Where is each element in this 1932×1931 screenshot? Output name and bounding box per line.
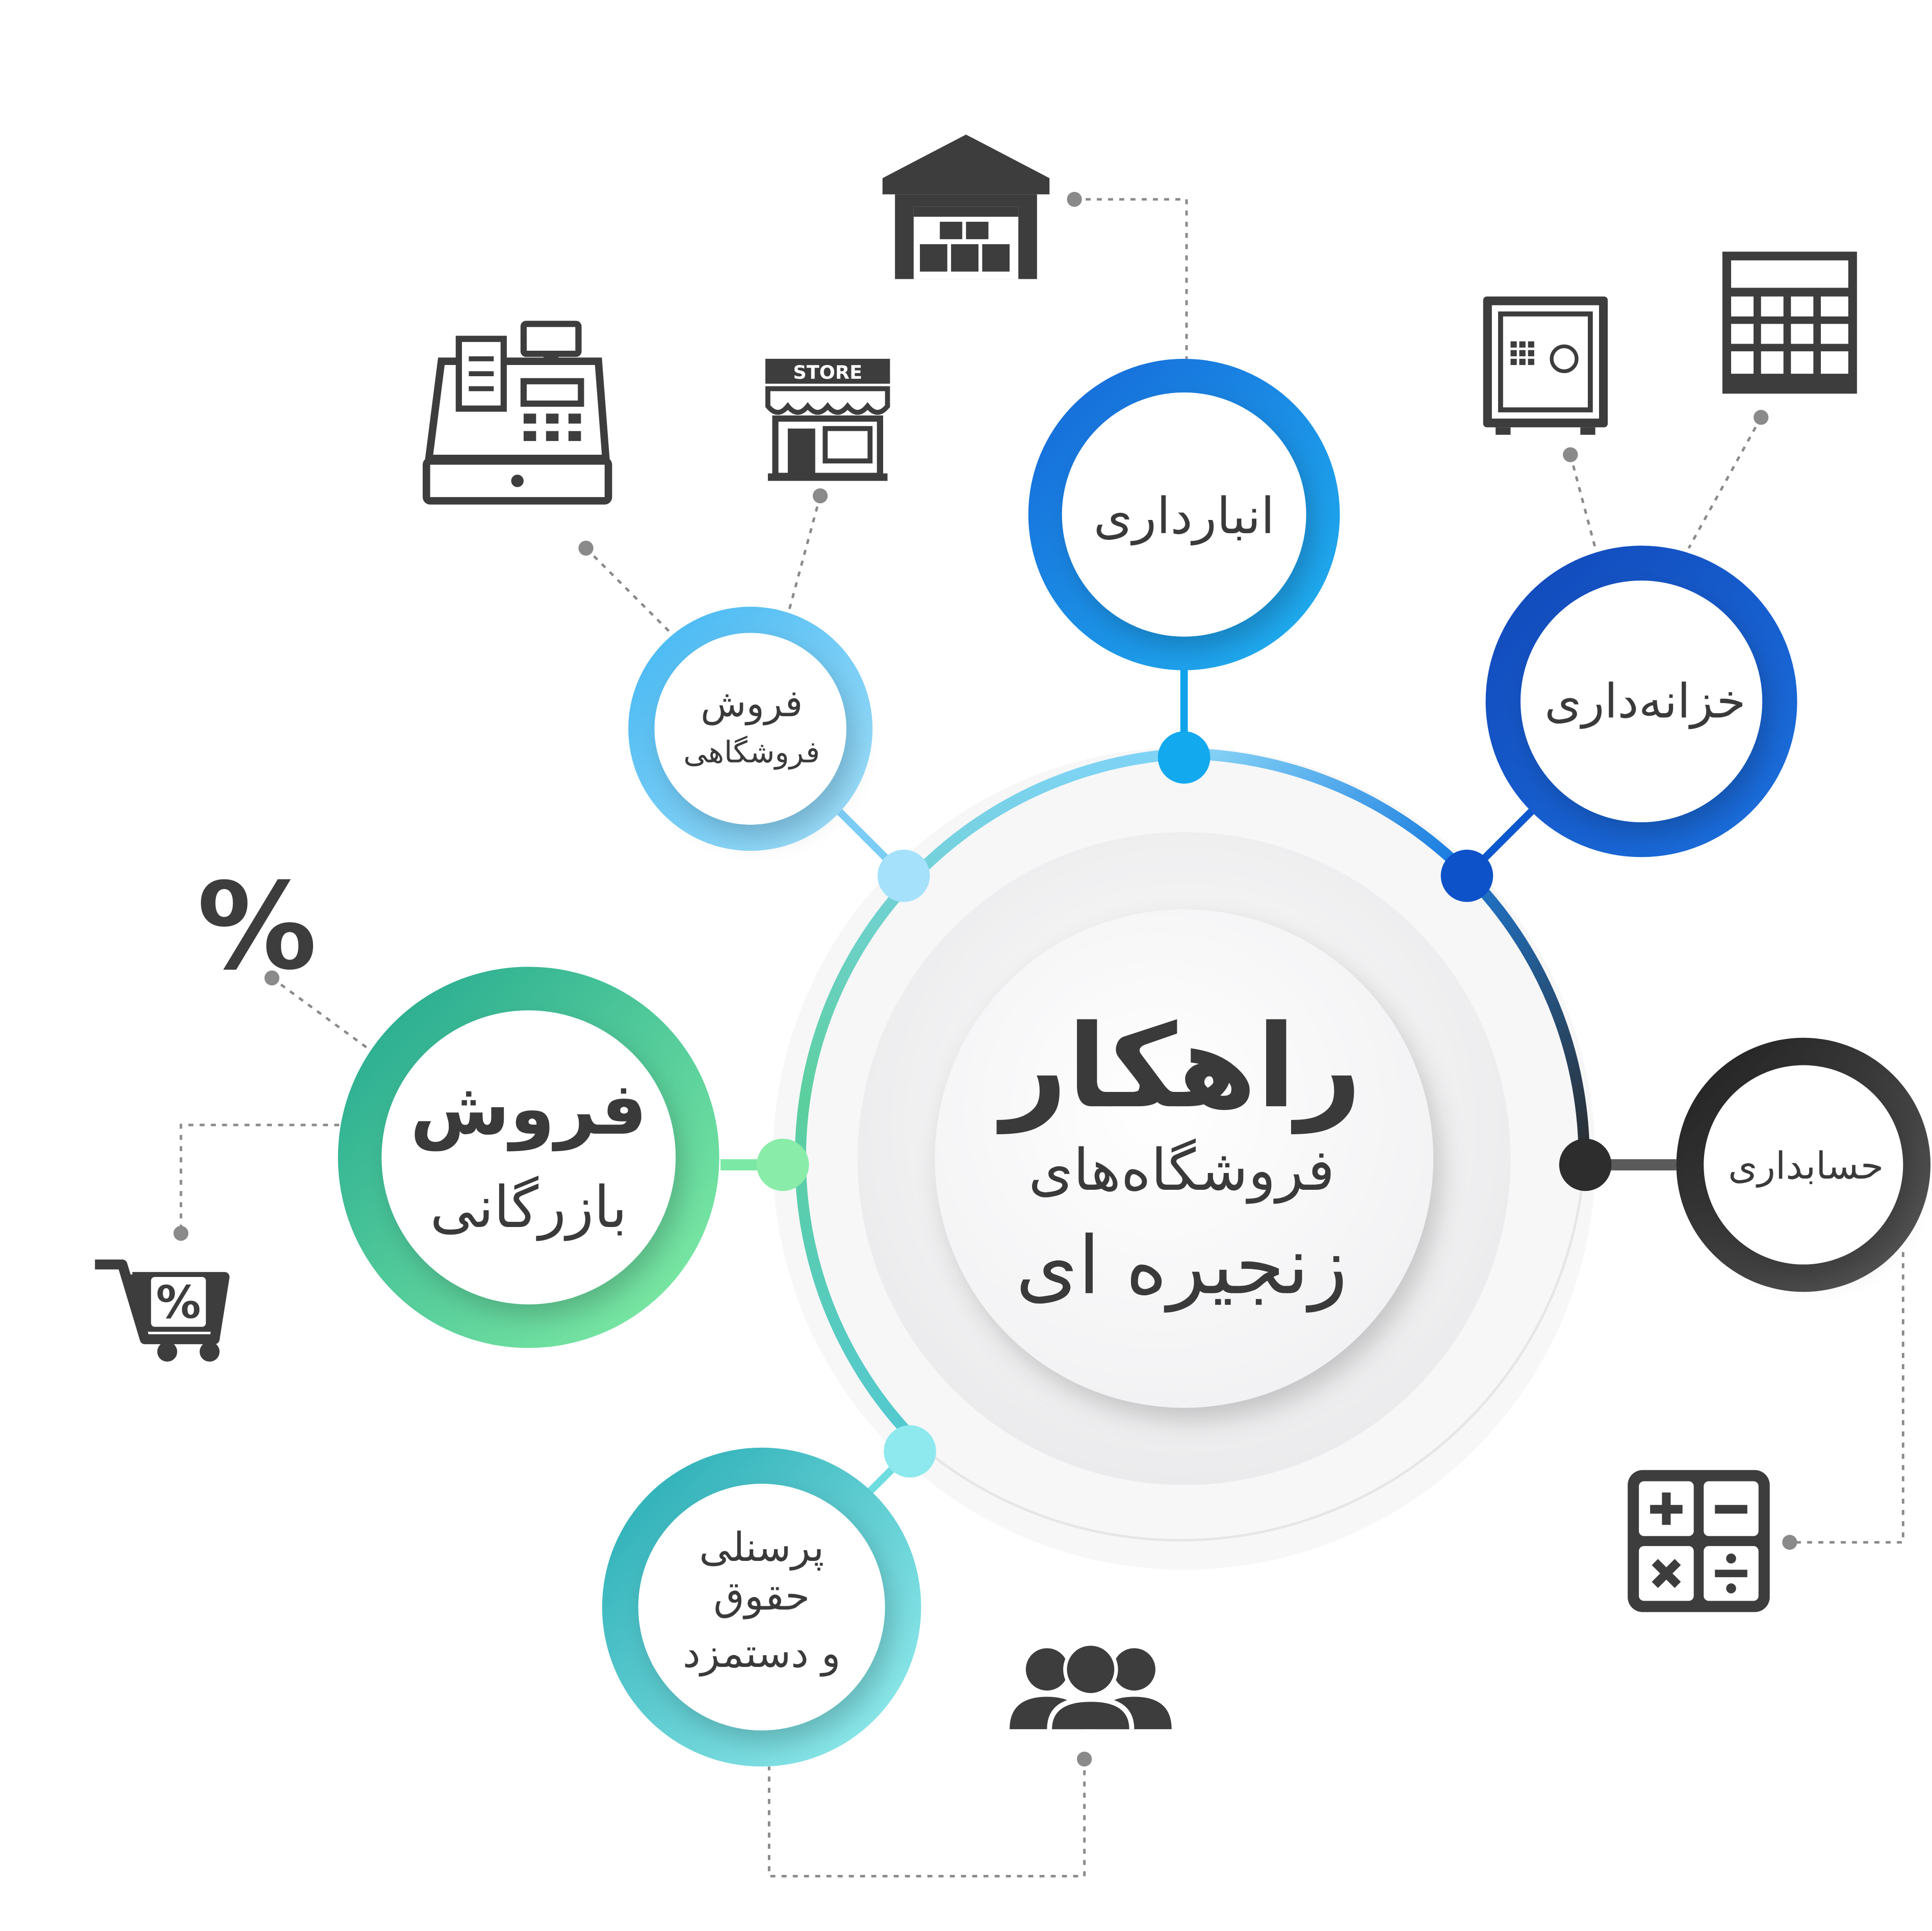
store-sales-dot bbox=[877, 849, 930, 902]
personnel-line1: پرسنلی bbox=[699, 1524, 824, 1571]
leader-dot bbox=[578, 540, 594, 556]
warehouse-label: انبارداری bbox=[1094, 487, 1275, 545]
leader-dot bbox=[173, 1225, 189, 1241]
team-icon bbox=[1010, 1642, 1172, 1730]
leader-dot bbox=[1754, 410, 1769, 425]
leader-warehouse bbox=[1074, 198, 1188, 359]
leader-cash-register bbox=[585, 547, 674, 637]
center-title: راهکار bbox=[996, 1000, 1362, 1134]
leader-store bbox=[788, 495, 821, 611]
personnel-line3: و دستمزد bbox=[683, 1630, 841, 1677]
store-icon: STORE bbox=[765, 358, 890, 481]
leader-dot bbox=[1067, 192, 1082, 207]
personnel-dot bbox=[884, 1425, 936, 1478]
center-inner-disc bbox=[935, 909, 1433, 1408]
leader-calendar bbox=[1687, 416, 1762, 549]
accounting-disc bbox=[1704, 1065, 1903, 1265]
accounting-label: حسابداری bbox=[1728, 1144, 1884, 1188]
commercial-dot bbox=[756, 1138, 809, 1191]
leader-cart bbox=[179, 1124, 340, 1234]
warehouse-icon bbox=[882, 134, 1050, 279]
commercial-disc bbox=[381, 1010, 676, 1304]
center-hub: راهکار فروشگاه‌های زنجیره ای bbox=[772, 747, 1595, 1570]
leader-calculator bbox=[1789, 1252, 1904, 1544]
leader-dot bbox=[812, 488, 828, 504]
leader-end-dots bbox=[173, 192, 1797, 1767]
commercial-line2: بازرگانی bbox=[430, 1174, 627, 1241]
node-commercial-sales[interactable]: فروش بازرگانی bbox=[338, 967, 719, 1348]
leader-team bbox=[767, 1759, 1086, 1877]
leader-dot bbox=[264, 970, 279, 986]
node-store-sales[interactable]: فروش فروشگاهی bbox=[628, 607, 873, 851]
personnel-disc bbox=[638, 1483, 885, 1731]
leader-percent bbox=[271, 977, 371, 1052]
percent-icon: % bbox=[197, 857, 317, 997]
store-sign-text: STORE bbox=[793, 361, 862, 383]
warehouse-disc bbox=[1062, 392, 1306, 637]
leader-lines bbox=[179, 198, 1904, 1877]
calendar-grid-icon bbox=[1722, 251, 1857, 394]
node-warehouse[interactable]: انبارداری bbox=[1028, 358, 1340, 670]
cart-percent-glyph: % bbox=[156, 1276, 201, 1329]
center-line2: زنجیره ای bbox=[1016, 1219, 1348, 1313]
store-sales-line2: فروشگاهی bbox=[683, 735, 820, 770]
center-line1: فروشگاه‌های bbox=[1028, 1137, 1335, 1204]
treasury-disc bbox=[1521, 580, 1763, 822]
leader-dot bbox=[1077, 1752, 1092, 1767]
leader-dot bbox=[1563, 447, 1578, 462]
warehouse-dot bbox=[1157, 731, 1210, 784]
node-treasury[interactable]: خزانه‌داری bbox=[1485, 545, 1797, 857]
commercial-line1: فروش bbox=[410, 1067, 647, 1152]
accounting-dot bbox=[1559, 1138, 1612, 1191]
treasury-dot bbox=[1440, 849, 1493, 902]
leader-dot bbox=[1782, 1534, 1797, 1550]
safe-icon bbox=[1483, 296, 1608, 435]
cart-percent-icon: % bbox=[95, 1259, 230, 1362]
center-ring-bottom bbox=[921, 1164, 1586, 1542]
store-sales-disc bbox=[654, 633, 846, 825]
node-personnel[interactable]: پرسنلی حقوق و دستمزد bbox=[602, 1447, 921, 1767]
connectors bbox=[720, 666, 1677, 1506]
calculator-icon bbox=[1628, 1470, 1770, 1612]
percent-glyph: % bbox=[197, 857, 317, 997]
center-ring-left bbox=[794, 748, 1184, 1452]
cash-register-icon bbox=[422, 321, 612, 505]
leader-safe bbox=[1569, 454, 1597, 549]
personnel-line2: حقوق bbox=[713, 1573, 810, 1620]
treasury-label: خزانه‌داری bbox=[1544, 674, 1746, 729]
store-sales-line1: فروش bbox=[701, 682, 803, 725]
node-accounting[interactable]: حسابداری bbox=[1676, 1037, 1931, 1292]
